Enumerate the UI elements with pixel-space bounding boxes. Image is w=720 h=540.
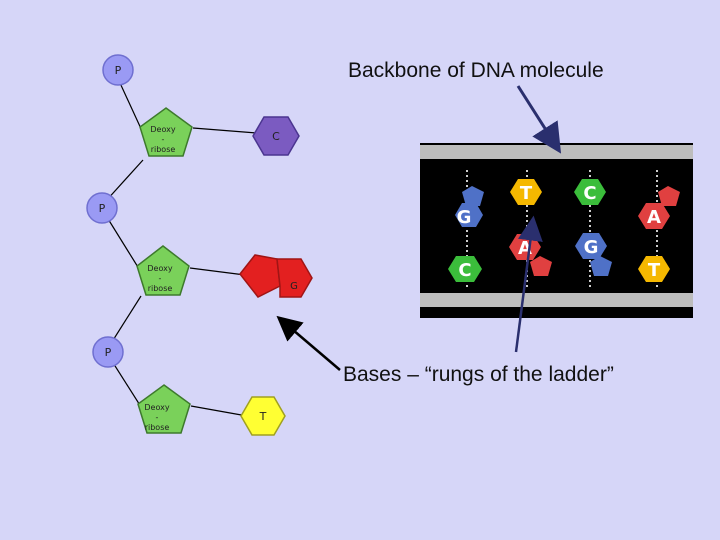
backbone-lines bbox=[104, 82, 258, 417]
sugar-3: Deoxy - ribose bbox=[137, 384, 191, 434]
photo-base-label: C bbox=[583, 183, 596, 204]
photo-base-label: A bbox=[647, 207, 661, 228]
photo-base-c2: C bbox=[574, 179, 606, 205]
photo-sugar bbox=[658, 186, 680, 206]
backbone-label: Backbone of DNA molecule bbox=[348, 59, 604, 82]
phosphate-3: P bbox=[92, 336, 124, 368]
photo-sugar bbox=[530, 256, 552, 276]
photo-base-label: T bbox=[648, 260, 661, 281]
base-label: G bbox=[290, 281, 298, 292]
phosphate-2: P bbox=[86, 192, 118, 224]
photo-sugar bbox=[590, 256, 612, 276]
base-g: G bbox=[239, 254, 313, 298]
sugar-label-line2: - bbox=[156, 413, 159, 422]
sugar-label-line1: Deoxy bbox=[147, 264, 172, 273]
photo-base-label: G bbox=[584, 237, 599, 258]
sugar-label-line3: ribose bbox=[148, 284, 173, 293]
photo-base-label: T bbox=[520, 183, 533, 204]
phosphate-label: P bbox=[105, 346, 112, 359]
photo-base-g2: G bbox=[575, 233, 607, 259]
sugar-label-line3: ribose bbox=[145, 423, 170, 432]
photo-base-c: C bbox=[448, 256, 482, 282]
phosphate-1: P bbox=[102, 54, 134, 86]
photo-sugar bbox=[462, 186, 484, 206]
sugar-2: Deoxy - ribose bbox=[136, 245, 190, 296]
bases-arrow-photo bbox=[514, 215, 543, 353]
bases-label: Bases – “rungs of the ladder” bbox=[343, 363, 614, 386]
sugar-label-line3: ribose bbox=[151, 145, 176, 154]
sugar-label-line1: Deoxy bbox=[150, 125, 175, 134]
phosphate-label: P bbox=[99, 202, 106, 215]
base-label: T bbox=[259, 410, 267, 423]
dna-photo: G C T A C G A T bbox=[420, 143, 693, 318]
base-t: T bbox=[240, 396, 286, 436]
base-c: C bbox=[252, 116, 300, 156]
photo-base-label: G bbox=[457, 207, 472, 228]
phosphate-label: P bbox=[115, 64, 122, 77]
photo-base-label: C bbox=[458, 260, 471, 281]
bases-arrow-diagram bbox=[276, 315, 341, 371]
sugar-label-line2: - bbox=[159, 274, 162, 283]
sugar-label-line1: Deoxy bbox=[144, 403, 169, 412]
base-label: C bbox=[272, 130, 280, 143]
sugar-1: Deoxy - ribose bbox=[139, 107, 193, 157]
photo-base-g: G bbox=[455, 203, 483, 228]
photo-base-t: T bbox=[510, 179, 542, 205]
backbone-arrow bbox=[516, 85, 562, 154]
sugar-label-line2: - bbox=[162, 135, 165, 144]
photo-base-a2: A bbox=[638, 203, 670, 229]
photo-base-t2: T bbox=[638, 256, 670, 282]
